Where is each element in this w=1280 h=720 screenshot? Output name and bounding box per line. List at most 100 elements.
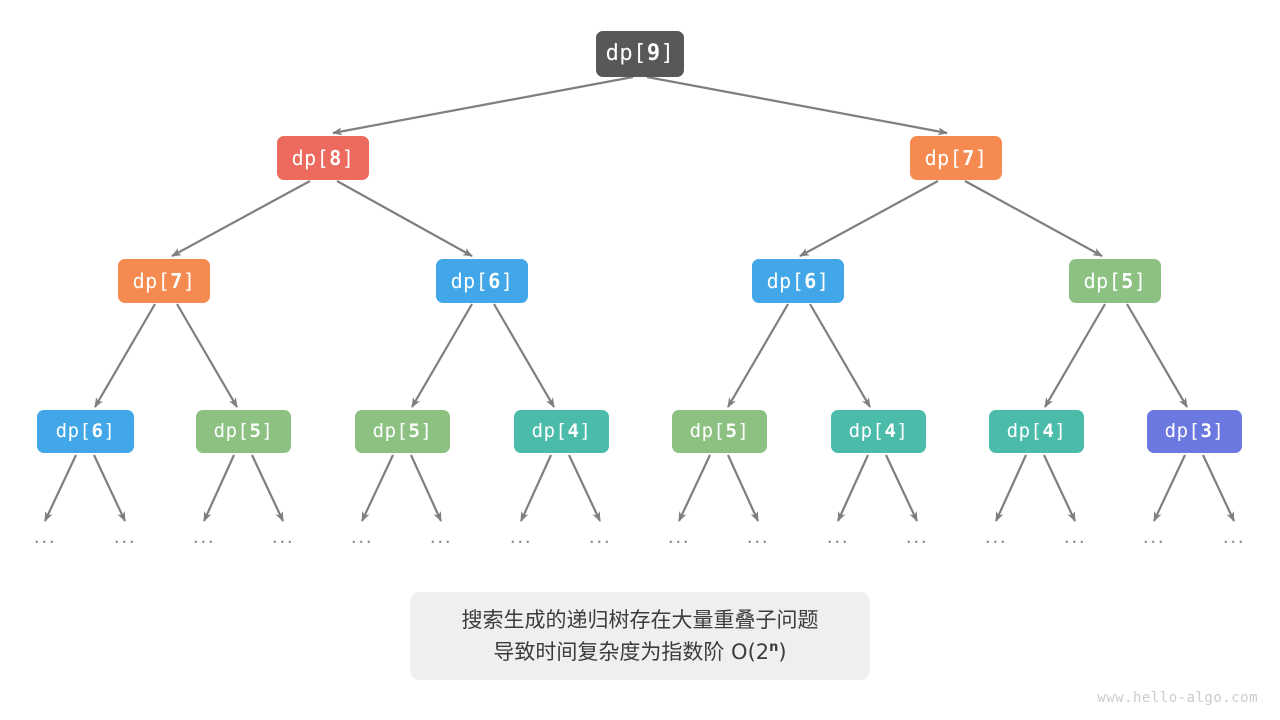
- tree-edge: [727, 303, 789, 408]
- node-label-prefix: dp[: [1083, 269, 1122, 293]
- node-label-suffix: ]: [1212, 420, 1225, 442]
- node-label-prefix: dp[: [213, 420, 250, 442]
- ellipsis-marker: ...: [113, 526, 137, 548]
- node-label-suffix: ]: [261, 420, 274, 442]
- node-label-suffix: ]: [1133, 269, 1147, 293]
- tree-edge: [726, 454, 760, 522]
- node-label-suffix: ]: [660, 41, 675, 66]
- tree-node-dp6[interactable]: dp[6]: [37, 410, 134, 453]
- ellipsis-marker: ...: [1222, 526, 1246, 548]
- tree-node-dp9[interactable]: dp[9]: [596, 31, 684, 77]
- tree-edge: [568, 454, 601, 522]
- tree-node-label: dp[5]: [1084, 271, 1147, 291]
- tree-edge: [994, 454, 1028, 522]
- tree-edge: [799, 180, 939, 257]
- tree-node-dp4[interactable]: dp[4]: [831, 410, 926, 453]
- tree-edge: [171, 180, 311, 257]
- tree-node-label: dp[8]: [292, 148, 355, 168]
- tree-edge: [94, 303, 156, 408]
- tree-edge: [1153, 454, 1186, 522]
- node-label-value: 7: [170, 269, 183, 293]
- node-label-value: 4: [567, 420, 580, 442]
- ellipsis-marker: ...: [984, 526, 1008, 548]
- tree-node-label: dp[9]: [606, 43, 675, 65]
- tree-node-label: dp[3]: [1165, 422, 1225, 441]
- node-label-value: 5: [725, 420, 738, 442]
- tree-edge: [964, 180, 1103, 257]
- node-label-suffix: ]: [103, 420, 116, 442]
- tree-edge: [361, 454, 394, 522]
- node-label-prefix: dp[: [605, 41, 647, 66]
- node-label-value: 5: [1121, 269, 1134, 293]
- node-label-suffix: ]: [1054, 420, 1067, 442]
- tree-edge: [1126, 303, 1188, 408]
- tree-node-label: dp[5]: [373, 422, 433, 441]
- tree-node-dp7[interactable]: dp[7]: [910, 136, 1002, 180]
- node-label-value: 6: [804, 269, 817, 293]
- node-label-value: 4: [1042, 420, 1055, 442]
- node-label-prefix: dp[: [132, 269, 171, 293]
- ellipsis-marker: ...: [350, 526, 374, 548]
- ellipsis-marker: ...: [905, 526, 929, 548]
- tree-node-label: dp[6]: [451, 271, 514, 291]
- tree-edge: [493, 303, 555, 408]
- tree-node-dp8[interactable]: dp[8]: [277, 136, 369, 180]
- tree-node-dp4[interactable]: dp[4]: [989, 410, 1084, 453]
- node-label-suffix: ]: [341, 146, 355, 170]
- tree-node-dp5[interactable]: dp[5]: [672, 410, 767, 453]
- tree-node-label: dp[4]: [1007, 422, 1067, 441]
- node-label-prefix: dp[: [766, 269, 805, 293]
- tree-edge: [409, 454, 443, 522]
- node-label-suffix: ]: [500, 269, 514, 293]
- node-label-prefix: dp[: [924, 146, 963, 170]
- tree-node-label: dp[5]: [214, 422, 274, 441]
- node-label-suffix: ]: [737, 420, 750, 442]
- node-label-prefix: dp[: [1006, 420, 1043, 442]
- caption-exponent: n: [769, 640, 779, 655]
- tree-edge: [251, 454, 284, 522]
- tree-node-dp3[interactable]: dp[3]: [1147, 410, 1242, 453]
- tree-edge: [885, 454, 918, 522]
- tree-node-dp6[interactable]: dp[6]: [752, 259, 844, 303]
- ellipsis-marker: ...: [1063, 526, 1087, 548]
- tree-edge: [411, 303, 473, 408]
- ellipsis-marker: ...: [1142, 526, 1166, 548]
- node-label-suffix: ]: [420, 420, 433, 442]
- node-label-suffix: ]: [974, 146, 988, 170]
- caption-box: 搜索生成的递归树存在大量重叠子问题 导致时间复杂度为指数阶 O(2n): [410, 592, 870, 680]
- ellipsis-marker: ...: [271, 526, 295, 548]
- tree-node-label: dp[7]: [133, 271, 196, 291]
- tree-node-dp5[interactable]: dp[5]: [355, 410, 450, 453]
- ellipsis-marker: ...: [509, 526, 533, 548]
- node-label-prefix: dp[: [531, 420, 568, 442]
- tree-node-dp4[interactable]: dp[4]: [514, 410, 609, 453]
- node-label-value: 6: [488, 269, 501, 293]
- tree-edges: [44, 75, 1235, 522]
- tree-edge: [809, 303, 871, 408]
- node-label-prefix: dp[: [55, 420, 92, 442]
- watermark: www.hello-algo.com: [1097, 690, 1258, 706]
- node-label-suffix: ]: [579, 420, 592, 442]
- ellipsis-marker: ...: [746, 526, 770, 548]
- tree-edge: [93, 454, 126, 522]
- tree-edge: [202, 454, 236, 522]
- node-label-prefix: dp[: [689, 420, 726, 442]
- caption-line-2-suffix: ): [778, 640, 787, 664]
- node-label-suffix: ]: [896, 420, 909, 442]
- caption-line-1: 搜索生成的递归树存在大量重叠子问题: [461, 608, 819, 632]
- node-label-value: 8: [329, 146, 342, 170]
- node-label-prefix: dp[: [1164, 420, 1201, 442]
- tree-node-dp5[interactable]: dp[5]: [196, 410, 291, 453]
- tree-edge: [336, 180, 473, 257]
- node-label-prefix: dp[: [372, 420, 409, 442]
- node-label-prefix: dp[: [450, 269, 489, 293]
- tree-node-dp7[interactable]: dp[7]: [118, 259, 210, 303]
- tree-edge: [678, 454, 711, 522]
- tree-node-dp6[interactable]: dp[6]: [436, 259, 528, 303]
- node-label-suffix: ]: [182, 269, 196, 293]
- tree-node-dp5[interactable]: dp[5]: [1069, 259, 1161, 303]
- ellipsis-marker: ...: [192, 526, 216, 548]
- node-label-value: 5: [249, 420, 262, 442]
- node-label-value: 5: [408, 420, 421, 442]
